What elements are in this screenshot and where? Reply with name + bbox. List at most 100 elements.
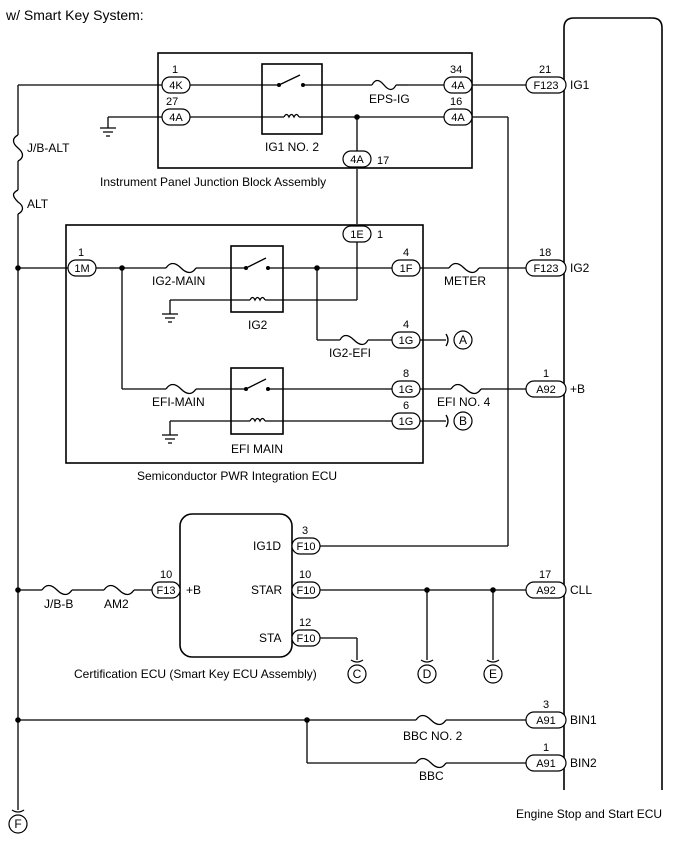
svg-text:CLL: CLL: [570, 583, 592, 597]
svg-text:17: 17: [539, 569, 551, 581]
component-labels: J/B-ALT ALT EPS-IG IG1 NO. 2 IG2-MAIN ME…: [27, 92, 491, 783]
svg-text:E: E: [489, 667, 497, 681]
svg-text:D: D: [423, 667, 432, 681]
svg-text:STA: STA: [259, 631, 281, 645]
svg-text:+B: +B: [570, 382, 585, 396]
connector-4a-17: 4A: [342, 150, 372, 168]
fuse-label-eps-ig: EPS-IG: [369, 92, 410, 106]
label-cert: Certification ECU (Smart Key ECU Assembl…: [74, 667, 317, 681]
svg-text:4A: 4A: [169, 112, 183, 124]
reference-markers: A B C D E F: [8, 330, 503, 834]
pin-numbers: 1 27 34 16 17 21 1 1 4 18 4 8 1 6 3 10 1…: [78, 64, 551, 754]
relay-label-efi-main: EFI MAIN: [231, 442, 283, 456]
connector-1g-8: 1G: [391, 380, 421, 398]
label-engine-ecu: Engine Stop and Start ECU: [516, 807, 662, 821]
wires: [17, 84, 566, 810]
connector-1m: 1M: [67, 259, 97, 277]
connector-a92-17: A92: [525, 581, 567, 599]
svg-text:4A: 4A: [451, 80, 465, 92]
fuse-icon: [103, 584, 135, 596]
fuse-icon: [415, 714, 447, 726]
fuse-label-efi-main: EFI-MAIN: [152, 395, 205, 409]
splice-points: [15, 114, 496, 723]
svg-text:F13: F13: [157, 585, 176, 597]
svg-text:F10: F10: [297, 585, 316, 597]
svg-text:17: 17: [377, 155, 389, 167]
svg-text:F10: F10: [297, 633, 316, 645]
connector-f10-12: F10: [291, 629, 321, 647]
relay-ig2: [230, 245, 284, 313]
connector-4a-16: 4A: [443, 108, 473, 126]
fuse-label-alt: ALT: [27, 197, 49, 211]
connector-a92-1: A92: [525, 380, 567, 398]
svg-text:BIN1: BIN1: [570, 713, 597, 727]
svg-text:4K: 4K: [169, 80, 183, 92]
relay-label-ig2: IG2: [248, 318, 268, 332]
fuse-label-bbc: BBC: [419, 769, 444, 783]
svg-text:A: A: [459, 333, 467, 347]
svg-text:4: 4: [403, 319, 409, 331]
connector-f10-10: F10: [291, 581, 321, 599]
wire-end-marks: [11, 333, 500, 813]
svg-text:1E: 1E: [350, 229, 363, 241]
svg-text:4: 4: [403, 247, 409, 259]
fuse-symbols: [12, 79, 482, 769]
label-ipjb: Instrument Panel Junction Block Assembly: [100, 175, 326, 189]
connector-1e: 1E: [342, 225, 372, 243]
svg-text:18: 18: [539, 247, 551, 259]
svg-text:F123: F123: [533, 80, 558, 92]
svg-text:4A: 4A: [451, 112, 465, 124]
diagram-title: w/ Smart Key System:: [5, 7, 144, 23]
svg-text:1: 1: [78, 247, 84, 259]
fuse-label-jb-alt: J/B-ALT: [27, 141, 70, 155]
fuse-label-ig2-efi: IG2-EFI: [329, 346, 371, 360]
connector-1g-4: 1G: [391, 331, 421, 349]
connector-f123-21: F123: [525, 76, 567, 94]
connector-f10-3: F10: [291, 537, 321, 555]
svg-text:IG1D: IG1D: [253, 539, 281, 553]
svg-text:B: B: [459, 414, 467, 428]
relay-efi-main: [230, 367, 284, 435]
certification-ecu: [179, 513, 293, 658]
svg-text:1: 1: [377, 229, 383, 241]
fuse-label-ig2-main: IG2-MAIN: [152, 274, 205, 288]
svg-text:+B: +B: [186, 583, 201, 597]
svg-text:10: 10: [160, 569, 172, 581]
svg-text:34: 34: [450, 64, 462, 76]
svg-text:1: 1: [543, 368, 549, 380]
svg-text:4A: 4A: [350, 154, 364, 166]
svg-text:A91: A91: [536, 715, 556, 727]
instrument-panel-junction-block: [157, 52, 473, 169]
connector-4a-34: 4A: [443, 76, 473, 94]
connector-f123-18: F123: [525, 259, 567, 277]
svg-text:1: 1: [543, 742, 549, 754]
svg-text:BIN2: BIN2: [570, 756, 597, 770]
svg-text:F10: F10: [297, 541, 316, 553]
svg-text:21: 21: [539, 64, 551, 76]
svg-text:A92: A92: [536, 585, 556, 597]
fuse-icon: [12, 134, 24, 162]
fuse-icon: [448, 262, 480, 274]
svg-text:A91: A91: [536, 758, 556, 770]
connector-1f: 1F: [391, 259, 421, 277]
fuse-label-am2: AM2: [104, 597, 129, 611]
terminal-names: IG1 IG2 +B CLL BIN1 BIN2 IG1D STAR STA +…: [186, 78, 597, 770]
label-spie: Semiconductor PWR Integration ECU: [137, 469, 337, 483]
fuse-label-jb-b: J/B-B: [44, 597, 73, 611]
svg-text:A92: A92: [536, 384, 556, 396]
svg-text:3: 3: [302, 525, 308, 537]
block-labels: Instrument Panel Junction Block Assembly…: [74, 175, 662, 821]
svg-text:IG1: IG1: [570, 78, 590, 92]
svg-text:IG2: IG2: [570, 261, 590, 275]
fuse-icon: [339, 334, 369, 346]
svg-text:16: 16: [450, 96, 462, 108]
connector-f13: F13: [151, 581, 181, 599]
svg-text:8: 8: [403, 368, 409, 380]
svg-text:12: 12: [299, 617, 311, 629]
svg-text:10: 10: [299, 569, 311, 581]
fuse-label-meter: METER: [444, 274, 486, 288]
ground-icon: [100, 127, 116, 137]
connector-4a-27: 4A: [161, 108, 191, 126]
ground-icon: [162, 434, 178, 444]
fuse-icon: [165, 383, 197, 395]
